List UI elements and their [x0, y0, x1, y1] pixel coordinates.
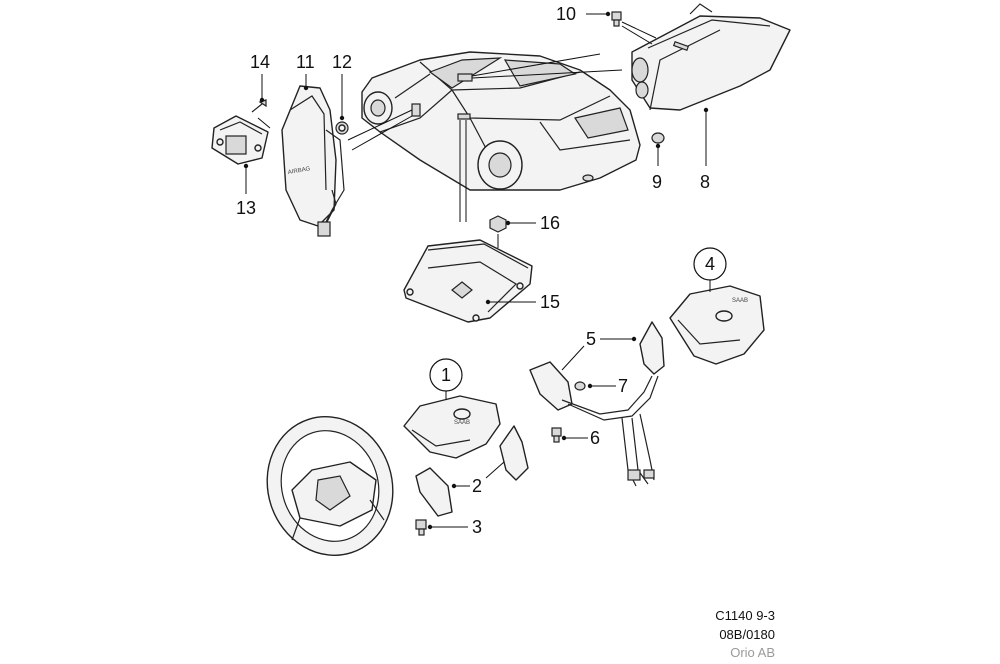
- callout-6: 6: [590, 428, 600, 448]
- callout-10: 10: [556, 4, 576, 24]
- switch-module-5: [529, 321, 665, 487]
- callout-1: 1: [441, 365, 451, 385]
- diagram-reference: 08B/0180: [719, 627, 775, 642]
- callout-8: 8: [700, 172, 710, 192]
- airbag-module-4: SAAB: [669, 285, 765, 365]
- side-airbag-mark: AIRBAG: [287, 166, 311, 176]
- callout-7: 7: [618, 376, 628, 396]
- publisher-credit: Orio AB: [730, 645, 775, 660]
- side-airbag-module: AIRBAG: [281, 85, 345, 237]
- airbag-control-module: [403, 239, 533, 323]
- sensor-13: [211, 115, 269, 165]
- screw-6: [551, 427, 562, 443]
- callout-5: 5: [586, 329, 596, 349]
- airbag4-mark: SAAB: [732, 298, 748, 304]
- callout-11: 11: [296, 52, 315, 72]
- nut-16: [489, 215, 507, 233]
- callout-12: 12: [332, 52, 352, 72]
- screw-3: [415, 519, 427, 536]
- callout-3: 3: [472, 517, 482, 537]
- driver-airbag-mark: SAAB: [454, 420, 470, 426]
- cover-2-right: [499, 425, 529, 481]
- bush-12: [335, 121, 349, 135]
- passenger-airbag-module: [631, 3, 791, 111]
- callout-2: 2: [472, 476, 482, 496]
- nut-9: [651, 132, 665, 144]
- cover-2-left: [415, 467, 453, 517]
- nut-7: [574, 381, 586, 391]
- screw-14: [251, 99, 267, 113]
- callout-9: 9: [652, 172, 662, 192]
- car-illustration: [361, 51, 641, 191]
- callout-13: 13: [236, 198, 256, 218]
- callout-14: 14: [250, 52, 270, 72]
- callout-16: 16: [540, 213, 560, 233]
- diagram-code: C1140 9-3: [715, 608, 775, 623]
- bolt-10: [611, 11, 622, 27]
- steering-wheel: [266, 416, 394, 556]
- driver-airbag-module: SAAB: [403, 395, 501, 459]
- callout-4: 4: [705, 254, 715, 274]
- callout-15: 15: [540, 292, 560, 312]
